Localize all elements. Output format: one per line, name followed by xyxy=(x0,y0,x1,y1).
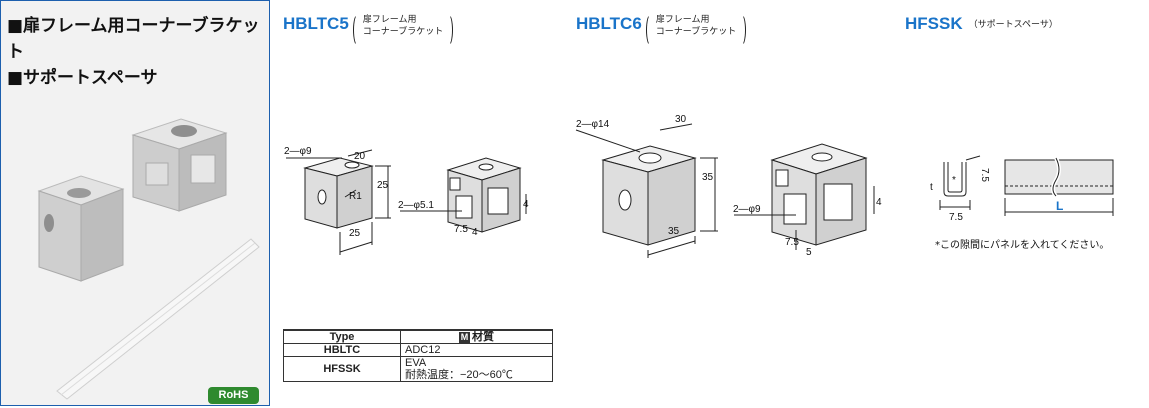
hbltc5-desc: 扉フレーム用コーナーブラケット xyxy=(352,14,454,46)
hfssk-header: HFSSK （サポートスペーサ） xyxy=(905,14,1058,34)
rohs-badge: RoHS xyxy=(208,387,259,404)
hbltc5-code: HBLTC5 xyxy=(283,14,349,33)
hbltc6-dim-bottom: 35 xyxy=(668,226,680,237)
table-row: HBLTC ADC12 xyxy=(283,343,553,357)
hfssk-note: *この隙間にパネルを入れてください。 xyxy=(935,240,1110,251)
hbltc5-dim-d2: 4 xyxy=(472,227,478,238)
table-cell-material: ADC12 xyxy=(400,343,553,357)
hfssk-code: HFSSK xyxy=(905,14,963,33)
hbltc6-drawing-back xyxy=(734,143,875,250)
hfssk-dim-length: L xyxy=(1056,199,1063,213)
table-cell-type: HFSSK xyxy=(283,356,401,382)
hbltc5-dim-d1: 7.5 xyxy=(454,224,468,235)
hbltc6-dim-hole: 2—φ14 xyxy=(576,119,610,130)
hbltc5-dim-width: 20 xyxy=(354,151,366,162)
table-cell-type: HBLTC xyxy=(283,343,401,357)
photo-spacer-rod xyxy=(56,238,260,400)
hbltc5-drawing-back xyxy=(400,157,527,233)
product-photo xyxy=(37,118,260,400)
hbltc6-code: HBLTC6 xyxy=(576,14,642,33)
material-m-icon: M xyxy=(459,331,470,343)
hbltc5-dim-radius: R1 xyxy=(349,191,362,202)
hbltc5-dim-bottom: 25 xyxy=(349,228,361,239)
hbltc6-drawing-front xyxy=(575,123,718,258)
hbltc5-dim-height: 25 xyxy=(377,180,389,191)
hfssk-dim-star: * xyxy=(952,175,956,186)
hfssk-dim-t: t xyxy=(930,182,933,193)
title-bracket: ■扉フレーム用コーナーブラケット xyxy=(7,16,260,62)
hbltc5-drawing-front xyxy=(286,149,391,255)
table-header-type: Type xyxy=(283,329,401,344)
hbltc5-dim-hole: 2—φ9 xyxy=(284,146,312,157)
hbltc6-dim-d3: 4 xyxy=(876,197,882,208)
hbltc5-dim-hole2: 2—φ5.1 xyxy=(398,200,434,211)
product-image-panel: ■扉フレーム用コーナーブラケット ■サポートスペーサ RoHS xyxy=(0,0,270,406)
hbltc6-dim-hole2: 2—φ9 xyxy=(733,204,761,215)
hbltc6-dim-height: 35 xyxy=(702,172,714,183)
photo-bracket-large xyxy=(131,118,228,212)
hfssk-dim-width: 7.5 xyxy=(949,212,963,223)
hfssk-dim-top: 7.5 xyxy=(979,168,990,182)
hbltc5-dim-d3: 4 xyxy=(523,199,529,210)
title-spacer: ■サポートスペーサ xyxy=(7,68,158,88)
hbltc6-dim-d1: 7.5 xyxy=(785,237,799,248)
category-title: ■扉フレーム用コーナーブラケット ■サポートスペーサ xyxy=(7,13,269,91)
hbltc6-desc: 扉フレーム用コーナーブラケット xyxy=(645,14,747,46)
hbltc6-dim-width: 30 xyxy=(675,114,687,125)
hfssk-desc: （サポートスペーサ） xyxy=(968,20,1058,30)
hfssk-length-drawing xyxy=(1004,157,1114,216)
hfssk-profile-drawing xyxy=(939,155,981,210)
photo-bracket-small xyxy=(37,175,125,282)
hbltc6-dim-d2: 5 xyxy=(806,247,812,258)
